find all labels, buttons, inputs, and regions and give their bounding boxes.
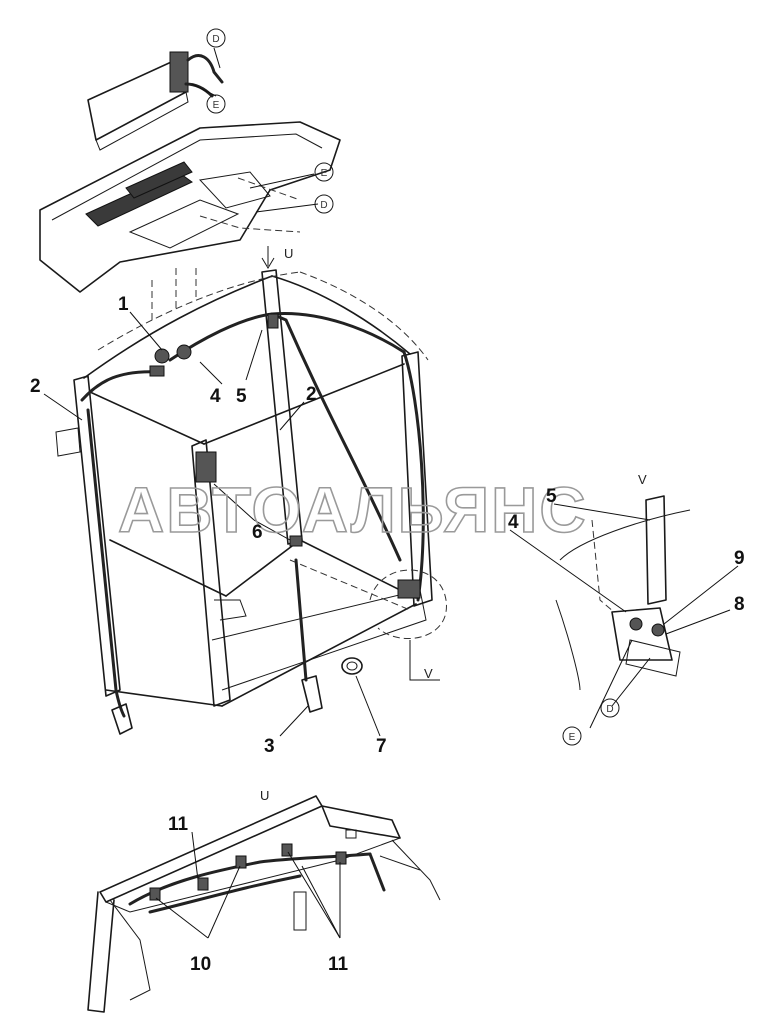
part-label-9: 9 bbox=[734, 548, 745, 569]
circled-label-e-top: E bbox=[206, 94, 226, 114]
part-label-10: 10 bbox=[190, 954, 211, 975]
part-label-6: 6 bbox=[252, 522, 263, 543]
part-label-1: 1 bbox=[118, 294, 129, 315]
circled-label-d-view-v: D bbox=[600, 698, 620, 718]
heater-hoses bbox=[80, 311, 425, 718]
view-label-u-top: U bbox=[284, 246, 293, 261]
grommet bbox=[341, 657, 363, 675]
part-label-4-view-v: 4 bbox=[508, 512, 519, 533]
svg-text:E: E bbox=[569, 732, 576, 743]
svg-text:E: E bbox=[321, 168, 328, 179]
part-label-2-left: 2 bbox=[30, 376, 41, 397]
circled-label-e-view-v: E bbox=[562, 726, 582, 746]
part-label-11-top: 11 bbox=[168, 814, 189, 835]
svg-text:D: D bbox=[320, 200, 327, 211]
part-label-4: 4 bbox=[210, 386, 221, 407]
view-label-u-bottom: U bbox=[260, 788, 269, 803]
part-label-7: 7 bbox=[376, 736, 387, 757]
part-label-8: 8 bbox=[734, 594, 745, 615]
cab-roof-panel bbox=[39, 121, 341, 293]
view-label-v-detail: V bbox=[638, 472, 647, 487]
circled-label-d-roof: D bbox=[314, 194, 334, 214]
view-u-detail bbox=[87, 795, 441, 1013]
heater-unit-detail bbox=[87, 51, 224, 151]
drain-tube-ends bbox=[111, 675, 323, 735]
leader-lines bbox=[43, 47, 739, 939]
circled-label-e-roof: E bbox=[314, 162, 334, 182]
view-v-detail bbox=[555, 495, 691, 691]
part-label-11-bottom: 11 bbox=[328, 954, 349, 975]
part-label-3: 3 bbox=[264, 736, 275, 757]
part-label-5: 5 bbox=[236, 386, 247, 407]
svg-text:E: E bbox=[213, 100, 220, 111]
circled-label-d-top: D bbox=[206, 28, 226, 48]
svg-text:D: D bbox=[212, 34, 219, 45]
watermark-text: АВТОАЛЬЯНС bbox=[118, 474, 588, 546]
view-label-v-marker: V bbox=[424, 666, 433, 681]
svg-text:D: D bbox=[606, 704, 613, 715]
part-label-5-view-v: 5 bbox=[546, 486, 557, 507]
part-label-2-center: 2 bbox=[306, 384, 317, 405]
cab-frame bbox=[55, 269, 433, 707]
